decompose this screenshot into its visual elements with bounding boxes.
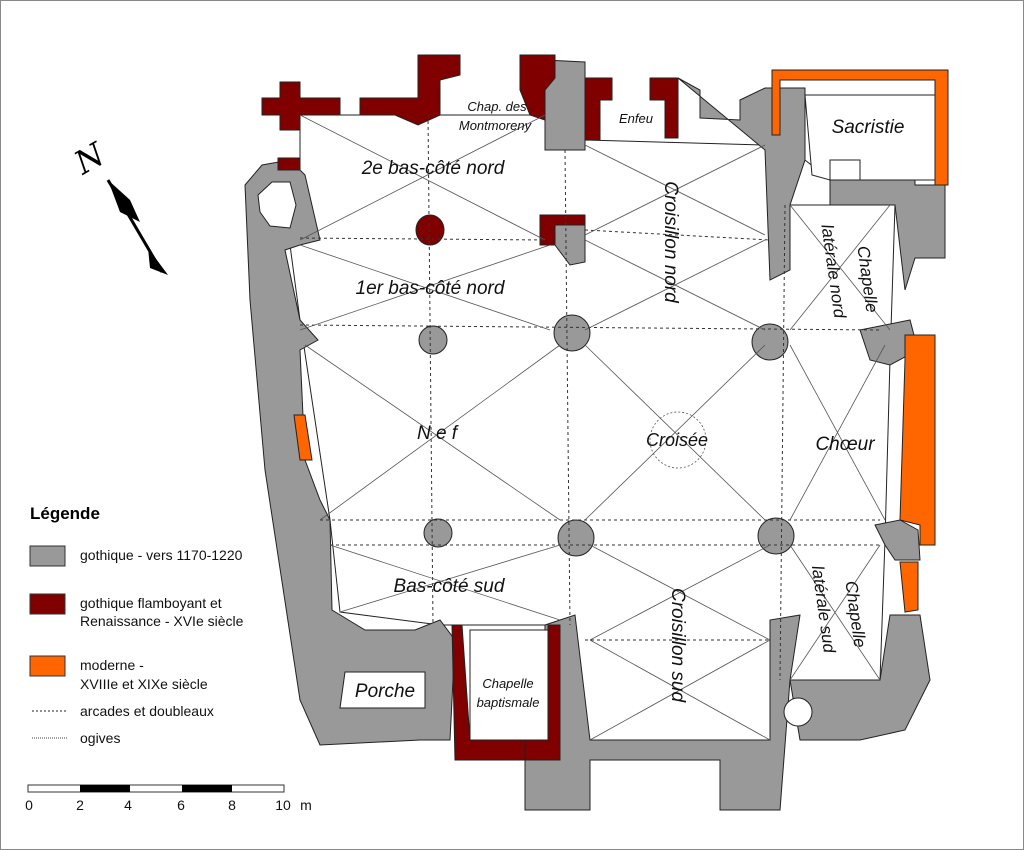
- flamboyant-walls: [261, 54, 679, 761]
- sacristie-room: [804, 94, 936, 181]
- porche-room: [339, 671, 426, 709]
- label-croisillon-sud: Croisillon sud: [667, 588, 688, 703]
- label-chap-montmoreny-2: Montmoreny: [459, 118, 533, 133]
- chapelle-baptismale-room: [469, 629, 549, 741]
- label-2e-bas-cote-nord: 2e bas-côté nord: [361, 158, 506, 179]
- label-croisillon-nord: Croisillon nord: [660, 181, 681, 304]
- legend-swatch-flamboyant: [29, 593, 66, 615]
- legend-swatch-gothique: [29, 545, 66, 567]
- scale-tick-8: 8: [228, 797, 236, 813]
- label-chapelle-baptismale-2: baptismale: [477, 695, 540, 710]
- scale-tick-10: 10: [275, 797, 291, 813]
- arrow-head-icon: [108, 180, 140, 222]
- legend-item-moderne-2: XVIIIe et XIXe siècle: [80, 676, 208, 692]
- legend-item-moderne-1: moderne -: [80, 657, 144, 673]
- vault-lines: [299, 114, 891, 741]
- scale-tick-0: 0: [25, 797, 33, 813]
- label-chap-montmoreny-1: Chap. des: [467, 99, 527, 114]
- scale-unit: m: [300, 797, 312, 813]
- legend-title: Légende: [30, 504, 100, 523]
- label-bas-cote-sud: Bas-côté sud: [394, 576, 506, 597]
- piers: [418, 314, 795, 557]
- label-1er-bas-cote-nord: 1er bas-côté nord: [356, 278, 506, 299]
- scale-tick-2: 2: [76, 797, 84, 813]
- legend: Légende gothique - vers 1170-1220 gothiq…: [29, 504, 244, 746]
- label-porche: Porche: [355, 681, 415, 702]
- legend-item-gothique: gothique - vers 1170-1220: [80, 547, 243, 563]
- label-sacristie: Sacristie: [832, 117, 905, 138]
- label-chapelle-baptismale-1: Chapelle: [482, 676, 533, 691]
- scale-tick-6: 6: [177, 797, 185, 813]
- label-enfeu: Enfeu: [619, 111, 653, 126]
- scale-tick-4: 4: [124, 797, 132, 813]
- label-nef: N e f: [417, 423, 459, 444]
- label-choeur: Chœur: [815, 434, 875, 455]
- scale-bar: 0 2 4 6 8 10 m: [25, 784, 312, 813]
- legend-item-arcades: arcades et doubleaux: [80, 703, 214, 719]
- legend-item-ogives: ogives: [80, 730, 120, 746]
- legend-item-flamboyant-1: gothique flamboyant et: [80, 595, 222, 611]
- legend-item-flamboyant-2: Renaissance - XVIe siècle: [80, 613, 244, 629]
- label-croisee: Croisée: [646, 430, 708, 450]
- legend-swatch-moderne: [29, 655, 66, 677]
- modern-walls: [293, 69, 949, 613]
